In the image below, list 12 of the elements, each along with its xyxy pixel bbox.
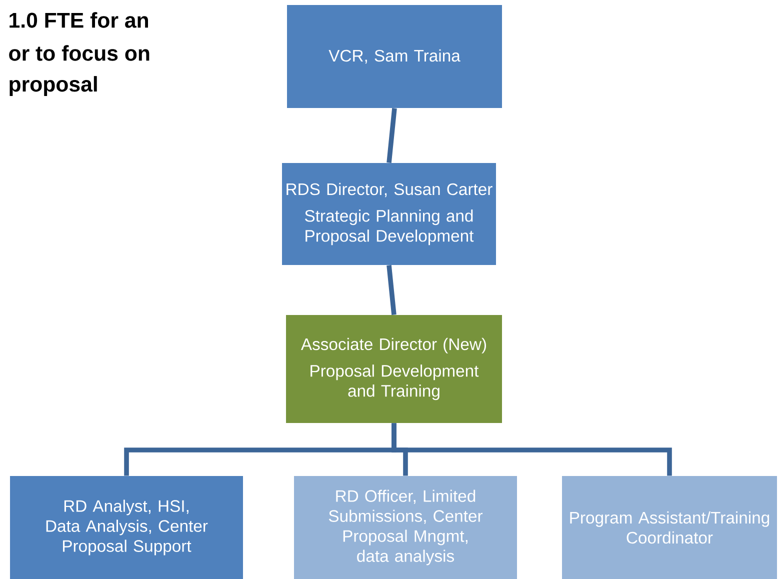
org-box: RDS Director, Susan Carter Strategic Planning and Proposal Development xyxy=(282,163,496,265)
org-box: RD Officer, Limited Submissions, Center Proposal Mngmt, data analysis xyxy=(294,476,517,579)
note-text: 1.0 FTE for an xyxy=(10,12,148,28)
org-box: VCR, Sam Traina xyxy=(287,5,502,108)
connector-line xyxy=(392,423,672,476)
org-box: RD Analyst, HSI, Data Analysis, Center Proposal Support xyxy=(10,476,243,579)
org-box: Program Assistant/Training Coordinator xyxy=(562,476,777,579)
note-text: or to focus on xyxy=(9,45,150,61)
org-box: Associate Director (New) Proposal Development and Training xyxy=(286,315,502,423)
connector-line xyxy=(386,108,397,163)
connector-line xyxy=(386,265,396,315)
note-text: proposal xyxy=(10,76,97,96)
